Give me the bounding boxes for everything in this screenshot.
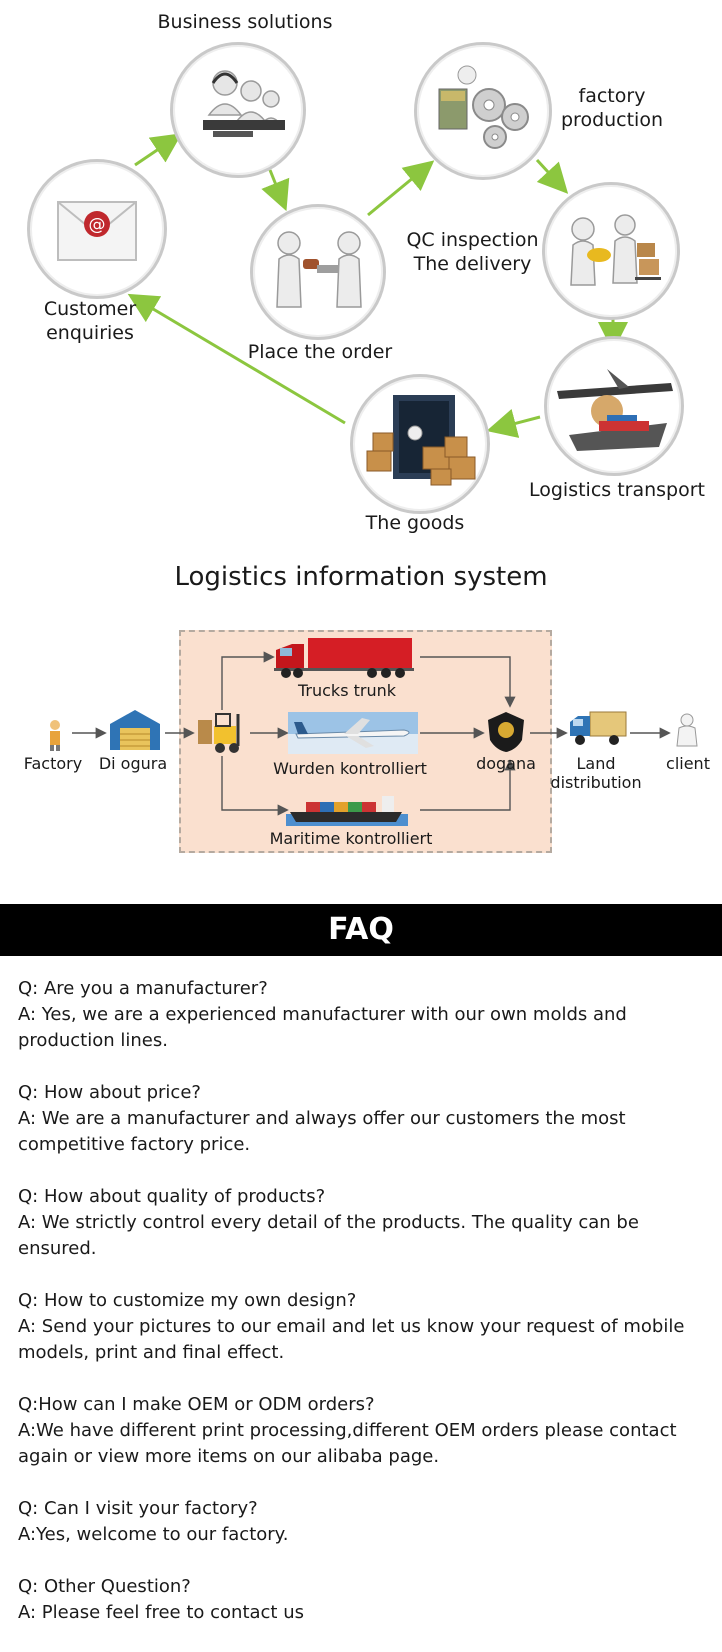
delivery-icon <box>570 214 661 286</box>
faq-list: Q: Are you a manufacturer? A: Yes, we ar… <box>18 976 708 1652</box>
faq-answer: A: Yes, we are a experienced manufacture… <box>18 1004 627 1051</box>
label-place-order: Place the order <box>247 341 393 363</box>
arrow-order-to-factory <box>367 160 435 217</box>
faq-answer: A:We have different print processing,dif… <box>18 1420 677 1467</box>
process-arrows <box>127 133 628 438</box>
label-land-distribution: Land distribution <box>550 754 642 792</box>
label-customer-enquiries: Customer enquiries <box>43 298 137 344</box>
label-factory: Factory <box>23 754 83 773</box>
delivery-truck-icon <box>570 711 627 745</box>
the-goods-circle <box>350 374 490 514</box>
arrow-customer-to-business <box>134 133 182 167</box>
logistics-system-title: Logistics information system <box>174 562 548 592</box>
ship-icon <box>286 796 408 826</box>
faq-question: Q: Are you a manufacturer? <box>18 978 268 999</box>
faq-question: Q: How to customize my own design? <box>18 1290 357 1311</box>
warehouse-icon <box>110 710 160 750</box>
faq-question: Q: How about quality of products? <box>18 1186 326 1207</box>
label-qc-inspection: QC inspection The delivery <box>406 229 539 275</box>
label-business-solutions: Business solutions <box>157 11 333 33</box>
arrow-goods-to-customer <box>127 293 346 425</box>
faq-item: Q: Other Question? A: Please feel free t… <box>18 1574 708 1626</box>
arrow-logistics-to-goods <box>486 408 541 438</box>
label-dogana: dogana <box>476 754 536 773</box>
faq-item: Q: Can I visit your factory? A:Yes, welc… <box>18 1496 708 1548</box>
place-order-circle <box>250 204 386 340</box>
forklift-icon <box>198 713 240 753</box>
customer-enquiries-circle: @ <box>27 159 167 299</box>
handshake-icon <box>276 231 362 308</box>
gears-icon <box>438 65 529 149</box>
faq-item: Q: How to customize my own design? A: Se… <box>18 1288 708 1366</box>
label-factory-production: factory production <box>560 85 664 131</box>
customs-badge-icon <box>488 712 524 752</box>
faq-item: Q: Are you a manufacturer? A: Yes, we ar… <box>18 976 708 1054</box>
faq-answer: A: We strictly control every detail of t… <box>18 1212 639 1259</box>
faq-title: FAQ <box>328 912 394 947</box>
call-center-icon <box>203 70 285 137</box>
label-client: client <box>666 754 710 773</box>
faq-answer: A: We are a manufacturer and always offe… <box>18 1108 626 1155</box>
truck-icon <box>274 638 414 678</box>
faq-question: Q: Can I visit your factory? <box>18 1498 258 1519</box>
label-logistics-transport: Logistics transport <box>528 479 706 501</box>
logistics-transport-circle <box>544 336 684 476</box>
faq-question: Q: How about price? <box>18 1082 201 1103</box>
business-solutions-circle <box>170 42 306 178</box>
faq-answer: A:Yes, welcome to our factory. <box>18 1524 289 1545</box>
faq-header-bar <box>0 904 722 956</box>
label-warehouse: Di ogura <box>98 754 168 773</box>
system-connectors <box>72 651 671 816</box>
container-boxes-icon <box>366 395 476 486</box>
plane-ship-icon <box>557 369 673 451</box>
faq-answer: A: Send your pictures to our email and l… <box>18 1316 685 1363</box>
label-sea: Maritime kontrolliert <box>269 829 433 848</box>
factory-production-circle <box>414 42 552 180</box>
factory-worker-icon <box>50 720 60 751</box>
qc-inspection-circle <box>542 182 680 320</box>
envelope-icon: @ <box>57 201 137 261</box>
arrow-business-to-order <box>261 169 290 212</box>
client-icon <box>676 713 698 747</box>
airplane-icon <box>288 712 418 754</box>
faq-item: Q: How about quality of products? A: We … <box>18 1184 708 1262</box>
faq-item: Q:How can I make OEM or ODM orders? A:We… <box>18 1392 708 1470</box>
label-air: Wurden kontrolliert <box>273 759 427 778</box>
faq-question: Q:How can I make OEM or ODM orders? <box>18 1394 375 1415</box>
faq-question: Q: Other Question? <box>18 1576 191 1597</box>
label-the-goods: The goods <box>365 512 465 534</box>
svg-text:@: @ <box>89 215 106 235</box>
arrow-factory-to-qc <box>535 158 569 194</box>
faq-item: Q: How about price? A: We are a manufact… <box>18 1080 708 1158</box>
faq-answer: A: Please feel free to contact us <box>18 1602 304 1623</box>
label-trucks: Trucks trunk <box>297 681 397 700</box>
